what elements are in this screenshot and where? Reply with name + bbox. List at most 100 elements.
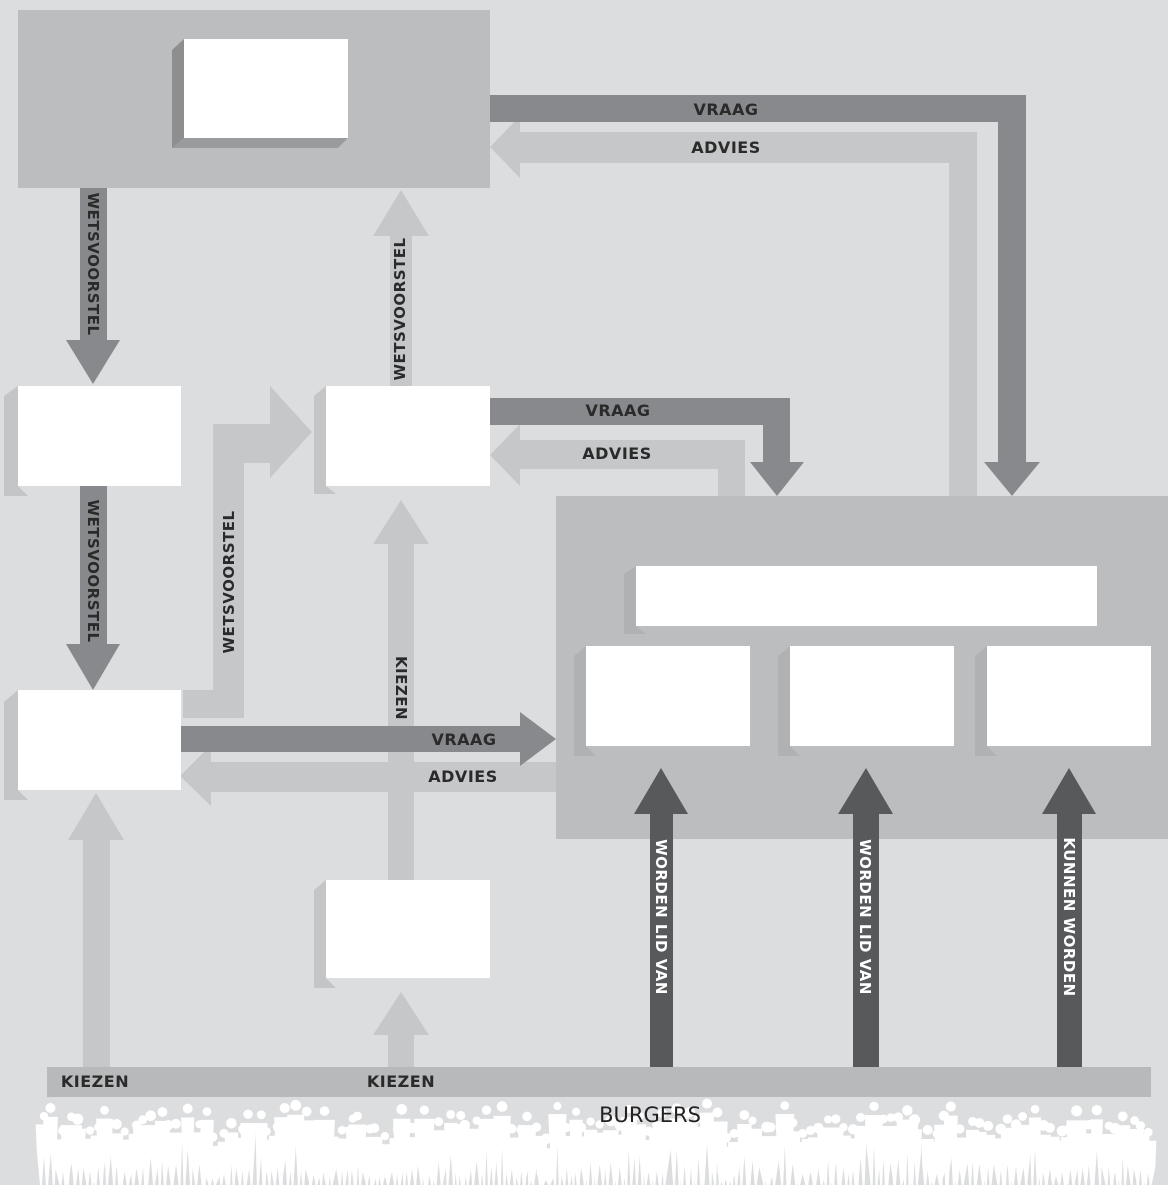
crowd-person-head [1143, 1127, 1153, 1137]
kiezen-arrow-center [373, 500, 429, 880]
crowd-person-head [983, 1120, 994, 1131]
crowd-person-head [522, 1111, 532, 1122]
kiezen-label-center: KIEZEN [392, 656, 410, 720]
crowd-person-body [169, 1132, 183, 1185]
crowd-person-head [586, 1117, 595, 1126]
crowd-person-body [69, 1128, 86, 1185]
crowd-person-body [456, 1134, 474, 1185]
kunnen-worden-arrow [1042, 768, 1096, 1068]
crowd-person-head [459, 1119, 471, 1131]
crowd-person-head [396, 1104, 408, 1115]
crowd-person-head [788, 1118, 798, 1128]
crowd-person-body [620, 1117, 637, 1185]
crowd-person-head [120, 1127, 129, 1136]
crowd-person-body [652, 1121, 672, 1185]
crowd-person-body [535, 1148, 557, 1185]
crowd-person-head [869, 1101, 879, 1112]
crowd-person-head [1030, 1104, 1040, 1114]
crowd-person-head [902, 1105, 913, 1116]
vraag-label-lower: VRAAG [431, 730, 496, 749]
crowd-person-body [202, 1145, 223, 1185]
crowd-person-head [85, 1126, 95, 1135]
kiezen-arrow-bottom [373, 992, 429, 1068]
crowd-person-head [202, 1107, 212, 1116]
crowd-person-head [419, 1105, 429, 1115]
crowd-person-head [562, 1122, 572, 1132]
crowd-person-head [531, 1122, 542, 1132]
crowd-person-head [806, 1125, 816, 1135]
crowd-person-head [301, 1106, 312, 1117]
crowd-person-head [635, 1111, 645, 1121]
crowd-person-head [945, 1101, 956, 1112]
advies-arrow-top [490, 116, 977, 497]
crowd-person-head [712, 1107, 723, 1118]
burgers-band [47, 1067, 1151, 1097]
crowd-person-body [907, 1129, 922, 1185]
box-center-lower [314, 880, 490, 988]
box-left-lower [4, 690, 181, 800]
crowd-person-head [171, 1118, 181, 1129]
kiezen-label-left: KIEZEN [61, 1072, 129, 1091]
crowd-person-body [96, 1118, 113, 1185]
crowd-person-head [45, 1102, 56, 1113]
crowd-person-head [1071, 1105, 1083, 1117]
crowd-person-body [240, 1122, 256, 1185]
advies-arrow-middle [490, 424, 745, 497]
crowd-person-head [671, 1103, 683, 1115]
crowd-person-head [553, 1102, 562, 1111]
crowd-person-head [1117, 1111, 1128, 1122]
crowd-person-head [290, 1099, 302, 1111]
crowd-person-head [657, 1108, 667, 1118]
crowd-person-body [854, 1125, 867, 1185]
crowd-person-body [376, 1144, 394, 1185]
crowd-person-head [702, 1098, 713, 1109]
crowd-person-head [576, 1122, 587, 1133]
crowd-person-head [605, 1115, 617, 1127]
vraag-arrow-lower [181, 712, 556, 766]
crowd-person-head [243, 1109, 253, 1119]
crowd-person-head [481, 1105, 492, 1115]
wetsvoorstel-arrow-down-1 [66, 188, 120, 384]
crowd-person-head [262, 1127, 271, 1136]
kiezen-label-bottom: KIEZEN [367, 1072, 435, 1091]
crowd-person-head [352, 1111, 362, 1121]
crowd-person-head [831, 1114, 841, 1124]
member-arrows [634, 768, 1096, 1068]
box-left-top [4, 386, 181, 496]
crowd-person-head [780, 1101, 790, 1110]
wetsvoorstel-label-down-2: WETSVOORSTEL [84, 499, 102, 642]
crowd-person-head [446, 1110, 456, 1119]
crowd-person-head [624, 1104, 633, 1114]
crowd-person-body [633, 1124, 647, 1185]
crowd-person-head [856, 1112, 866, 1122]
crowd-person-head [1002, 1114, 1013, 1124]
box-center-middle [314, 386, 490, 494]
wetsvoorstel-label-diagonal: WETSVOORSTEL [220, 510, 238, 653]
crowd-person-head [540, 1133, 552, 1145]
right-panel-header-box [624, 566, 1097, 634]
crowd-person-head [955, 1124, 965, 1134]
crowd-person-head [798, 1128, 808, 1138]
crowd-person-head [572, 1107, 581, 1116]
worden-lid-van-label-1: WORDEN LID VAN [652, 839, 670, 995]
dark-arrows [66, 95, 1040, 766]
crowd-person-head [729, 1129, 739, 1138]
crowd-person-head [100, 1105, 109, 1115]
crowd-person-head [748, 1116, 757, 1125]
crowd-person-head [434, 1117, 444, 1127]
top-box [172, 39, 348, 148]
advies-label-middle: ADVIES [582, 444, 651, 463]
crowd-person-body [981, 1134, 996, 1185]
burgers-label: BURGERS [599, 1103, 701, 1127]
crowd-person-body [1013, 1124, 1032, 1185]
worden-lid-van-label-2: WORDEN LID VAN [856, 839, 874, 995]
crowd-person-head [595, 1120, 604, 1129]
crowd-person-head [922, 1124, 933, 1136]
crowd-person-head [319, 1106, 330, 1116]
crowd-person-head [974, 1117, 985, 1128]
vraag-label-top: VRAAG [693, 100, 758, 119]
light-arrows [68, 116, 977, 1068]
crowd-person-head [1091, 1104, 1102, 1116]
crowd-person-body [428, 1130, 450, 1185]
